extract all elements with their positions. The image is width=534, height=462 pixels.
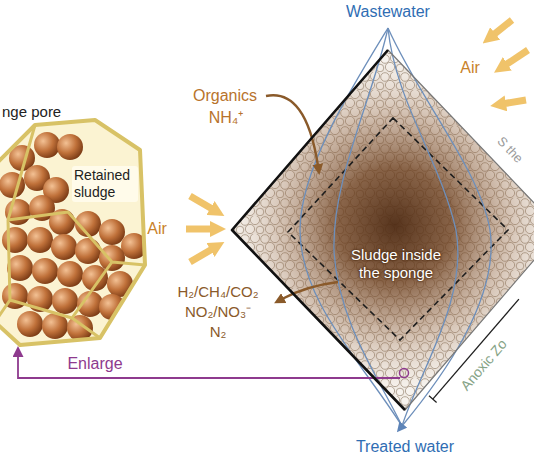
air-arrow	[504, 50, 528, 66]
flow-line	[300, 28, 402, 426]
substance-arrows	[266, 95, 338, 299]
outflow-label: Treated water	[356, 437, 454, 457]
outline	[0, 120, 145, 345]
product-label: NO₂/NO₃⁻	[185, 303, 251, 321]
sludge-ball	[99, 219, 125, 245]
sludge-ball	[99, 245, 125, 271]
sludge-ball	[57, 134, 83, 160]
outline-detail	[0, 125, 145, 338]
sludge-ball	[52, 288, 78, 314]
pore-label: Retained sludge	[72, 166, 138, 202]
bracket-line	[433, 299, 519, 399]
air-arrow	[186, 226, 214, 233]
outline	[232, 50, 534, 410]
sludge-shading	[232, 50, 534, 410]
product-label: N₂	[210, 323, 227, 341]
inflow-label: Wastewater	[346, 2, 430, 22]
sludge-ball	[57, 261, 83, 287]
pore-ground	[0, 120, 145, 345]
air-label: Air	[460, 58, 480, 78]
enlarge-tail	[232, 369, 409, 379]
sludge-ball	[32, 258, 58, 284]
enlarge-arrow	[18, 348, 232, 378]
edge-label: Enlarge	[67, 354, 122, 374]
air-arrow	[190, 248, 214, 262]
outline-detail	[232, 50, 405, 410]
sludge-ball	[34, 132, 60, 158]
air-arrow	[190, 196, 214, 210]
inflow-arrow	[266, 95, 318, 166]
sludge-ball	[2, 227, 28, 253]
product-label: H₂/CH₄/CO₂	[177, 283, 258, 301]
zone-label: S the	[494, 134, 526, 167]
sponge-pore: nge poreRetained sludge	[0, 100, 148, 348]
sludge-ball	[17, 311, 43, 337]
anoxic-bracket	[429, 299, 519, 402]
sponge-pore-illustration	[0, 120, 147, 345]
flow-line	[334, 28, 402, 426]
sponge-cells	[232, 50, 534, 410]
pore-title: nge pore	[2, 103, 92, 121]
sludge-ball	[75, 238, 101, 264]
sponge-illustration	[232, 28, 534, 426]
sludge-ball	[51, 234, 77, 260]
substance-label: NH₄⁺	[209, 108, 244, 128]
inner-zone-outline	[288, 118, 508, 340]
bracket-tick	[429, 396, 437, 403]
air-label: Air	[147, 219, 167, 239]
enlarge-loop	[400, 369, 409, 378]
water-flow-lines	[300, 28, 491, 426]
substance-label: Organics	[193, 86, 257, 106]
air-arrow	[492, 20, 512, 36]
sludge-balls	[0, 132, 147, 341]
sludge-ball	[27, 227, 53, 253]
sponge-label: Sludge inside the sponge	[346, 246, 446, 283]
flow-line	[388, 28, 458, 426]
air-arrow	[502, 100, 526, 104]
sponge-pore-outline	[0, 100, 148, 348]
zone-label: Anoxic Zo	[457, 336, 511, 394]
